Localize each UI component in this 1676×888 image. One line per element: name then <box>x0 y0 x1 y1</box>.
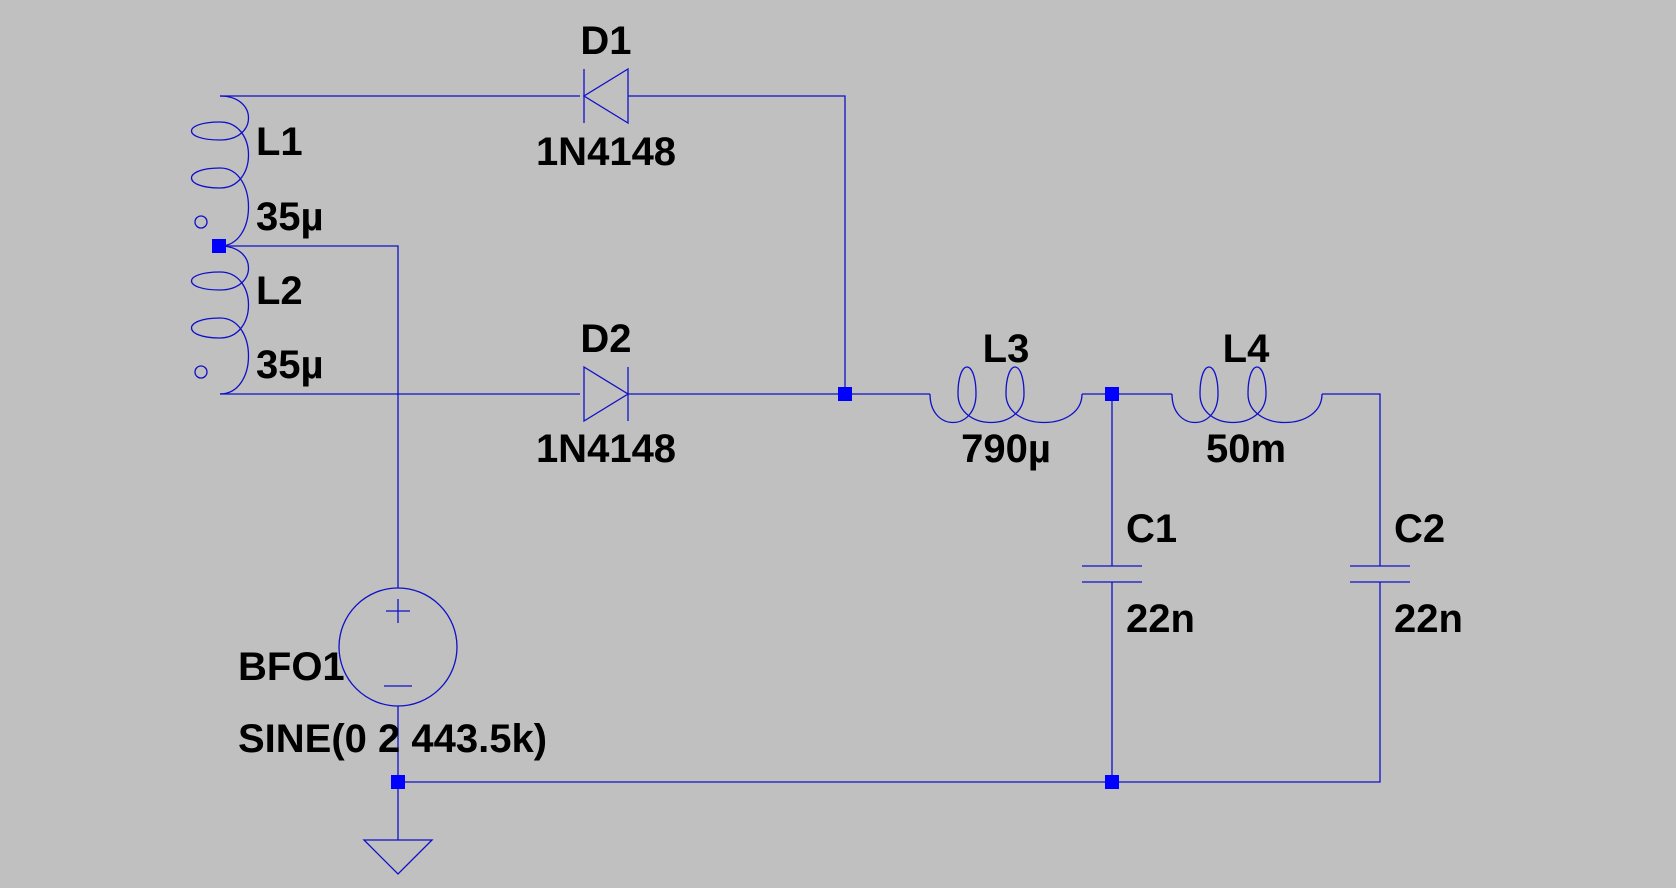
wire-d1-to-node[interactable] <box>628 95 846 394</box>
bfo1-ref-label[interactable]: BFO1 <box>238 645 345 689</box>
inductor-l1[interactable] <box>190 95 250 247</box>
d1-value-label[interactable]: 1N4148 <box>536 130 676 174</box>
l2-ref-label[interactable]: L2 <box>256 269 303 313</box>
l3-value-label[interactable]: 790µ <box>961 427 1051 471</box>
junction-l3-l4[interactable] <box>1105 387 1119 401</box>
junction-rectifier-output[interactable] <box>838 387 852 401</box>
bfo1-value-label[interactable]: SINE(0 2 443.5k) <box>238 717 547 761</box>
ground-icon[interactable] <box>362 839 434 875</box>
d2-value-label[interactable]: 1N4148 <box>536 427 676 471</box>
wire-l4-to-c2[interactable] <box>1322 393 1381 566</box>
d2-ref-label[interactable]: D2 <box>580 317 631 361</box>
wire-c2-to-ground-rail[interactable] <box>398 582 1381 783</box>
wires <box>219 95 1381 840</box>
voltage-source-bfo1[interactable] <box>338 587 458 707</box>
component-labels: D1 1N4148 L1 35µ L2 35µ D2 1N4148 L3 790… <box>238 19 1463 761</box>
junction-ground-c1[interactable] <box>1105 775 1119 789</box>
inductor-l4[interactable] <box>1171 366 1323 424</box>
c1-value-label[interactable]: 22n <box>1126 597 1195 641</box>
c1-ref-label[interactable]: C1 <box>1126 507 1177 551</box>
diode-d2[interactable] <box>583 365 630 423</box>
junctions <box>212 239 1119 789</box>
d1-ref-label[interactable]: D1 <box>580 19 631 63</box>
l4-ref-label[interactable]: L4 <box>1223 327 1270 371</box>
capacitor-c2[interactable] <box>1350 565 1410 583</box>
l1-ref-label[interactable]: L1 <box>256 120 303 164</box>
wire-center-tap-to-bfo[interactable] <box>219 245 399 588</box>
l3-ref-label[interactable]: L3 <box>983 327 1030 371</box>
diode-d1[interactable] <box>582 67 629 125</box>
l2-value-label[interactable]: 35µ <box>256 343 324 387</box>
inductor-l3[interactable] <box>929 366 1083 424</box>
capacitor-c1[interactable] <box>1082 565 1142 583</box>
l2-phase-dot-icon <box>194 365 208 379</box>
l1-phase-dot-icon <box>194 215 208 229</box>
l1-value-label[interactable]: 35µ <box>256 195 324 239</box>
junction-ground-bfo[interactable] <box>391 775 405 789</box>
c2-value-label[interactable]: 22n <box>1394 597 1463 641</box>
c2-ref-label[interactable]: C2 <box>1394 507 1445 551</box>
l4-value-label[interactable]: 50m <box>1206 427 1286 471</box>
junction-center-tap[interactable] <box>212 239 226 253</box>
inductor-l2[interactable] <box>190 245 250 395</box>
